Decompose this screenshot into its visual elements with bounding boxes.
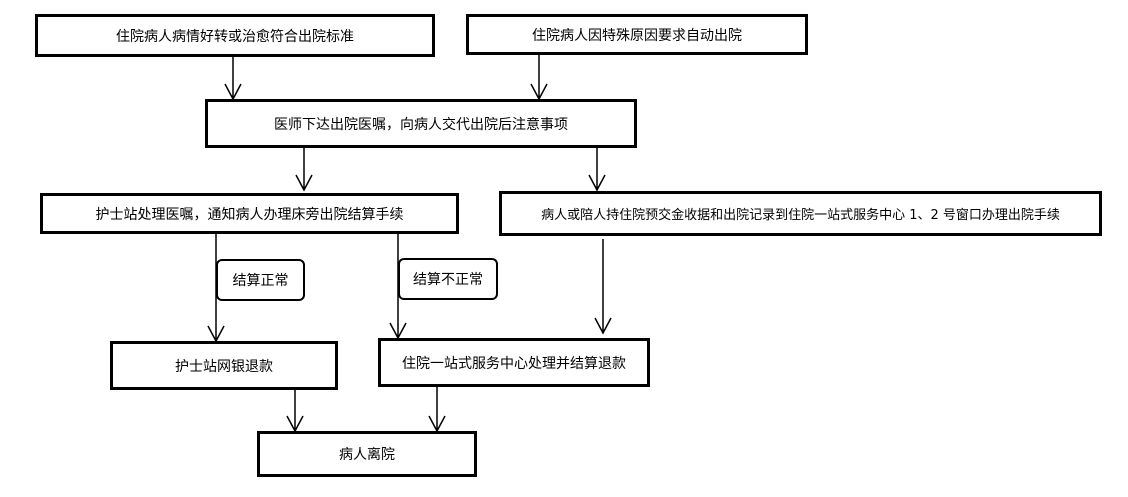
box-service-center-refund-text: 住院一站式服务中心处理并结算退款 [402, 355, 626, 372]
box-patient-window: 病人或陪人持住院预交金收据和出院记录到住院一站式服务中心 1、2 号窗口办理出院… [499, 191, 1102, 236]
arrow-voluntary-to-order [530, 55, 548, 101]
box-online-refund-text: 护士站网银退款 [175, 358, 273, 375]
box-discharge-text: 病人离院 [339, 447, 395, 463]
box-condition-recovered: 住院病人病情好转或治愈符合出院标准 [35, 14, 435, 57]
box-condition-voluntary: 住院病人因特殊原因要求自动出院 [466, 14, 808, 55]
box-doctor-order-text: 医师下达出院医嘱，向病人交代出院后注意事项 [274, 116, 568, 133]
arrow-order-to-window [588, 148, 606, 192]
label-settle-normal-text: 结算正常 [232, 273, 289, 289]
label-settle-abnormal-text: 结算不正常 [413, 272, 483, 288]
box-doctor-order: 医师下达出院医嘱，向病人交代出院后注意事项 [205, 99, 637, 148]
label-settle-abnormal: 结算不正常 [398, 258, 498, 300]
box-patient-window-text: 病人或陪人持住院预交金收据和出院记录到住院一站式服务中心 1、2 号窗口办理出院… [541, 208, 1060, 223]
arrow-recovered-to-order [224, 57, 242, 101]
box-condition-voluntary-text: 住院病人因特殊原因要求自动出院 [532, 27, 742, 44]
box-service-center-refund: 住院一站式服务中心处理并结算退款 [378, 338, 650, 387]
box-discharge: 病人离院 [257, 431, 477, 477]
arrow-order-to-nurse [295, 148, 313, 192]
box-nurse-station-text: 护士站处理医嘱，通知病人办理床旁出院结算手续 [95, 206, 404, 223]
box-nurse-station: 护士站处理医嘱，通知病人办理床旁出院结算手续 [40, 193, 459, 234]
arrow-online-refund-to-discharge [286, 390, 304, 433]
box-online-refund: 护士站网银退款 [110, 341, 338, 390]
label-settle-normal: 结算正常 [216, 259, 305, 301]
arrow-window-to-service-center [594, 239, 612, 335]
box-condition-recovered-text: 住院病人病情好转或治愈符合出院标准 [116, 28, 354, 45]
arrow-service-center-to-discharge [428, 387, 446, 433]
